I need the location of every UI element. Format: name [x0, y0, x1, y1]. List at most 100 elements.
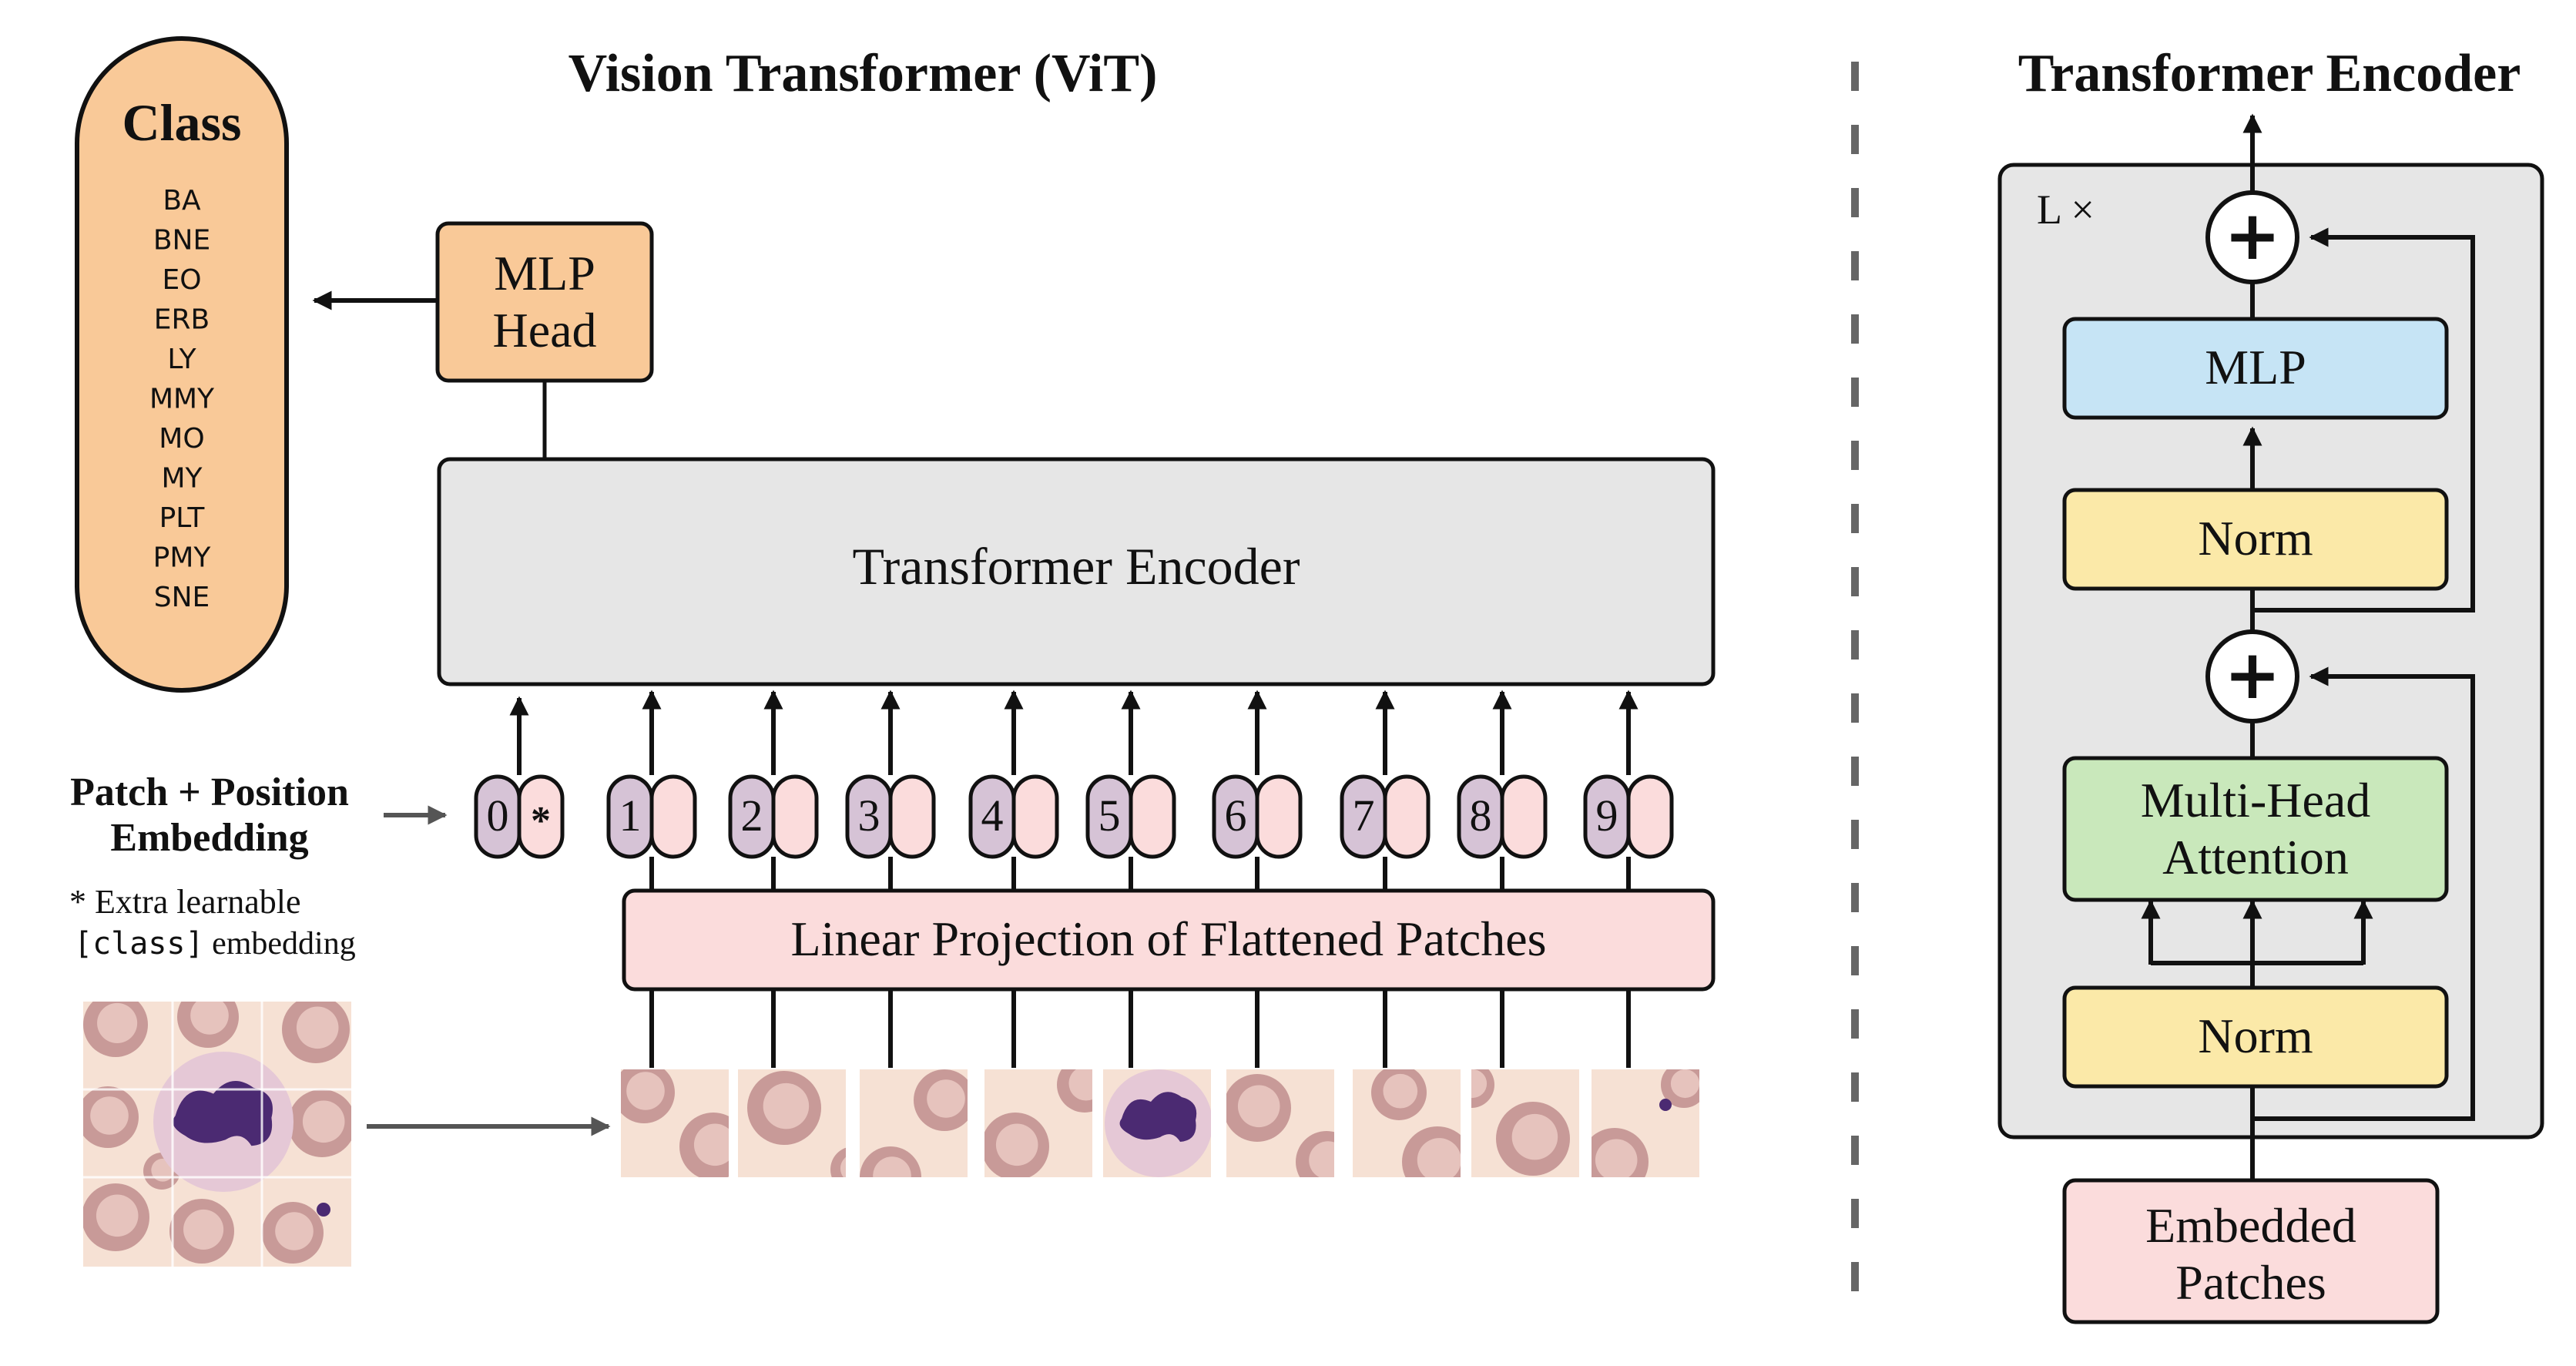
red-blood-cell-center	[296, 1006, 339, 1049]
class-code: [class]	[74, 926, 204, 962]
residual-1	[2252, 666, 2475, 1121]
token-2: 2	[728, 690, 819, 1068]
residual-add-bottom: +	[2205, 629, 2299, 723]
image-patch-8	[1471, 1069, 1579, 1177]
red-blood-cell-center	[1511, 1113, 1558, 1160]
class-embedding-note: [class] embedding	[74, 926, 356, 962]
residual-add-top: +	[2205, 190, 2299, 284]
image-patch-1	[621, 1069, 729, 1177]
token-3: 3	[845, 690, 936, 1068]
token-0: 0*	[474, 696, 565, 859]
norm-block-top: Norm	[2062, 488, 2449, 591]
transformer-encoder-box: Transformer Encoder	[437, 457, 1716, 686]
token-5: 5	[1085, 690, 1176, 1068]
platelet	[317, 1203, 330, 1217]
image-patch-2	[738, 1069, 846, 1177]
plus-symbol-top: +	[2224, 196, 2281, 275]
mlp-head-line1: MLP	[494, 246, 595, 300]
patch-embedding	[517, 774, 565, 859]
red-blood-cell-center	[1309, 1141, 1334, 1177]
red-blood-cell-center	[1595, 1139, 1638, 1177]
input-grid	[83, 1002, 351, 1267]
image-patch-5	[1103, 1069, 1211, 1177]
embedded-patches-line2: Patches	[2175, 1255, 2326, 1310]
image-patch-9	[1592, 1069, 1699, 1177]
plus-symbol-bottom: +	[2224, 635, 2281, 714]
encoder-detail-title: Transformer Encoder	[2018, 44, 2521, 103]
red-blood-cell-center	[693, 1123, 729, 1166]
red-blood-cell-center	[873, 1156, 911, 1177]
image-patch-7	[1353, 1069, 1461, 1177]
linear-projection-box: Linear Projection of Flattened Patches	[622, 888, 1716, 992]
red-blood-cell-center	[927, 1079, 965, 1118]
attention-label-line2: Attention	[2162, 830, 2349, 884]
vit-title: Vision Transformer (ViT)	[569, 44, 1158, 103]
token-index: 3	[858, 790, 880, 841]
image-patch-6	[1226, 1069, 1334, 1177]
red-blood-cell-center	[1237, 1085, 1280, 1128]
red-blood-cell-center	[1471, 1069, 1488, 1099]
class-title: Class	[122, 93, 242, 152]
patch-embedding	[1011, 774, 1059, 859]
embedding-label-line1: Patch + Position	[70, 770, 349, 814]
attention-block: Multi-Head Attention	[2062, 756, 2449, 902]
patch-embedding	[1129, 774, 1176, 859]
class-embedding-rest: embedding	[204, 926, 356, 962]
class-item: PLT	[159, 502, 206, 534]
patch-embedding	[1383, 774, 1431, 859]
token-index: 6	[1225, 790, 1247, 841]
mlp-block: MLP	[2062, 317, 2449, 420]
platelet	[1659, 1099, 1672, 1111]
token-index: 5	[1098, 790, 1121, 841]
red-blood-cell-center	[626, 1072, 665, 1110]
token-index: 7	[1353, 790, 1375, 841]
transformer-encoder-label: Transformer Encoder	[853, 537, 1300, 596]
red-blood-cell-center	[97, 1002, 138, 1043]
attention-label-line1: Multi-Head	[2141, 773, 2371, 827]
patch-embedding	[1255, 774, 1303, 859]
token-4: 4	[968, 690, 1059, 1068]
red-blood-cell-center	[995, 1123, 1038, 1166]
token-index: 9	[1596, 790, 1618, 841]
token-index: 4	[981, 790, 1004, 841]
red-blood-cell-center	[840, 1156, 846, 1177]
class-item: EO	[162, 264, 201, 296]
class-item: LY	[167, 344, 196, 375]
class-item: MMY	[149, 384, 215, 415]
norm-block-bottom: Norm	[2062, 985, 2449, 1089]
patch-embedding	[771, 774, 819, 859]
token-index: 0	[487, 790, 509, 841]
norm-top-label: Norm	[2198, 511, 2313, 566]
token-index: 8	[1470, 790, 1492, 841]
red-blood-cell-center	[96, 1194, 139, 1237]
token-6: 6	[1212, 690, 1303, 1068]
class-token-mark: *	[531, 799, 551, 843]
input-image	[83, 1002, 351, 1267]
patch-embedding	[1500, 774, 1548, 859]
extra-learnable-note: * Extra learnable	[69, 883, 301, 921]
norm-bottom-label: Norm	[2198, 1009, 2313, 1063]
repeat-label: L ×	[2037, 186, 2095, 233]
token-9: 9	[1583, 690, 1674, 1068]
red-blood-cell-center	[190, 1002, 229, 1035]
mlp-head: MLP Head	[435, 221, 654, 383]
red-blood-cell-center	[763, 1082, 810, 1129]
mlp-block-label: MLP	[2205, 340, 2306, 394]
token-index: 2	[741, 790, 763, 841]
token-8: 8	[1457, 690, 1548, 1068]
mlp-head-line2: Head	[492, 303, 596, 357]
red-blood-cell-center	[1670, 1069, 1699, 1099]
embedded-patches-line1: Embedded	[2145, 1198, 2356, 1253]
class-item: PMY	[153, 542, 212, 574]
neutrophil-nucleus	[1119, 1092, 1197, 1142]
patch-embedding	[649, 774, 697, 859]
token-7: 7	[1340, 690, 1431, 1068]
class-item: BNE	[153, 225, 210, 257]
class-item: BA	[163, 185, 201, 216]
class-item: MY	[161, 463, 203, 495]
red-blood-cell-center	[183, 1209, 224, 1250]
patch-embedding	[1626, 774, 1674, 859]
